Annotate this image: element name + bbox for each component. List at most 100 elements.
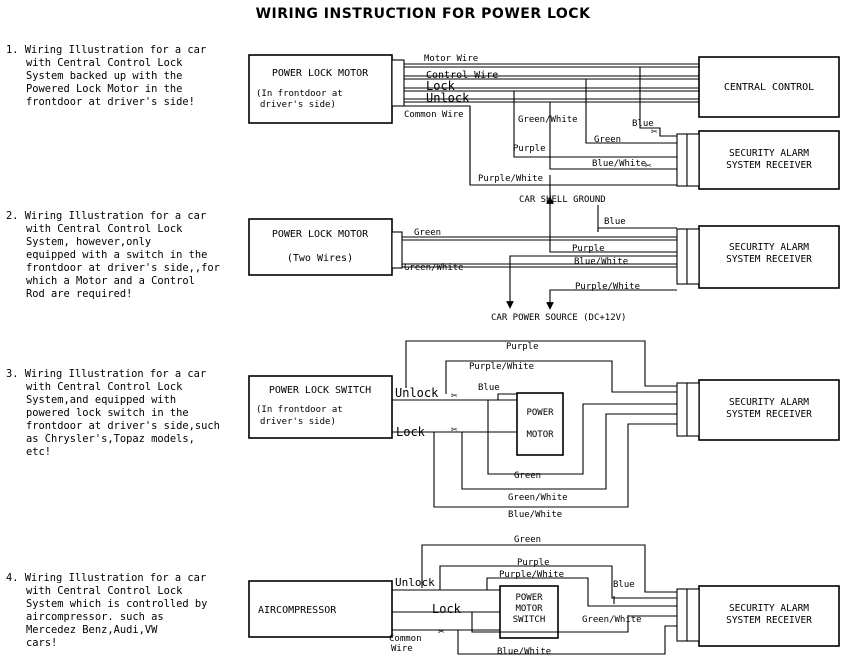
- power-label: CAR POWER SOURCE (DC+12V): [491, 313, 626, 323]
- scissors-icon: ✂: [438, 625, 445, 638]
- box-note: driver's side): [260, 417, 336, 427]
- wire-label: Unlock: [426, 91, 470, 105]
- description-line: Wiring Illustration for a car: [24, 44, 207, 56]
- blue-wire: [497, 393, 517, 400]
- wire-label: Green: [594, 135, 621, 145]
- connector: [676, 588, 688, 642]
- power-lock-motor-box: [248, 218, 393, 276]
- security-alarm-receiver-box: [698, 379, 840, 441]
- box-title: POWER LOCK MOTOR: [272, 229, 369, 240]
- blue-white-wire: [549, 102, 677, 170]
- wire-label: Common Wire: [404, 110, 464, 120]
- wire-label: Blue: [613, 580, 635, 590]
- unlock-wire: [404, 98, 699, 103]
- wire-label: Green: [514, 471, 541, 481]
- wire-label: Control Wire: [426, 70, 498, 81]
- power-motor-box: [516, 392, 564, 456]
- description-line: with Central Control Lock: [26, 585, 183, 597]
- purple-wire: [513, 91, 677, 158]
- control-wire: [404, 75, 699, 80]
- scissors-icon: ✂: [645, 159, 652, 172]
- green-white-wire: [471, 612, 677, 633]
- description-line: which a Motor and a Control: [26, 275, 195, 287]
- description-line: Wiring Illustration for a car: [24, 572, 207, 584]
- purple-wire: [439, 565, 677, 599]
- description-line: cars!: [26, 637, 58, 649]
- wire-label: Blue/White: [574, 257, 628, 267]
- wire-label: Lock: [396, 425, 426, 439]
- description-line: etc!: [26, 446, 52, 458]
- page-title: WIRING INSTRUCTION FOR POWER LOCK: [255, 6, 591, 22]
- wire-label: Purple/White: [575, 282, 640, 292]
- blue-wire: [639, 67, 677, 137]
- connector: [686, 228, 700, 285]
- description-line: with Central Control Lock: [26, 381, 183, 393]
- wire-label: Blue/White: [508, 510, 562, 520]
- power-lock-motor-box: [248, 54, 393, 124]
- ground-label: CAR SHELL GROUND: [519, 195, 606, 205]
- description-line: aircompressor. such as: [26, 611, 164, 623]
- power-motor-switch-box: [499, 585, 559, 639]
- box-title: MOTOR: [515, 604, 543, 614]
- wire-label: Motor Wire: [424, 54, 478, 64]
- green-wire: [402, 236, 677, 241]
- description-line: Mercedez Benz,Audi,VW: [26, 624, 158, 636]
- wire-label: Green: [414, 228, 441, 238]
- scissors-icon: ✂: [651, 125, 658, 138]
- connector: [676, 228, 688, 285]
- description-line: Wiring Illustration for a car: [24, 368, 207, 380]
- central-control-box: [698, 56, 840, 118]
- description-line: System which is controlled by: [26, 598, 208, 610]
- section-number: 3.: [6, 368, 19, 380]
- wire-label: Purple: [513, 144, 546, 154]
- description-line: System backed up with the: [26, 70, 183, 82]
- power-lock-switch-box: [248, 375, 393, 439]
- connector: [391, 231, 403, 269]
- wire-label: Blue: [632, 119, 654, 129]
- connector: [676, 382, 688, 437]
- description-line: with Central Control Lock: [26, 223, 183, 235]
- wire-label: Purple/White: [499, 570, 564, 580]
- section-number: 2.: [6, 210, 19, 222]
- blue-white-wire: [433, 423, 677, 508]
- box-title: SECURITY ALARM: [729, 242, 809, 253]
- green-white-wire: [402, 263, 677, 268]
- box-title: MOTOR: [526, 430, 554, 440]
- connector: [391, 59, 405, 107]
- connector: [686, 588, 700, 642]
- section-2-description: 2. Wiring Illustration for a car with Ce…: [6, 210, 246, 301]
- blue-white-wire: [457, 625, 677, 655]
- box-title: SECURITY ALARM: [729, 603, 809, 614]
- description-line: Rod are required!: [26, 288, 133, 300]
- box-title: SWITCH: [513, 615, 546, 625]
- blue-wire: [597, 227, 677, 232]
- description-line: Powered Lock Motor in the: [26, 83, 183, 95]
- wire-label: Unlock: [395, 386, 439, 400]
- motor-wire: [404, 63, 699, 68]
- wire-label: Purple: [517, 558, 550, 568]
- security-alarm-receiver-box: [698, 225, 840, 289]
- purple-wire: [405, 340, 677, 388]
- description-line: frontdoor at driver's side!: [26, 96, 195, 108]
- security-alarm-receiver-box: [698, 130, 840, 190]
- wire-label: Purple: [572, 244, 605, 254]
- purple-white-wire: [546, 289, 677, 310]
- wire-label: Purple/White: [478, 174, 543, 184]
- wire-label: Blue/White: [592, 159, 646, 169]
- wire-label: Wire: [391, 644, 413, 654]
- section-3-description: 3. Wiring Illustration for a car with Ce…: [6, 368, 246, 459]
- diagram-1: POWER LOCK MOTOR (In frontdoor at driver…: [248, 54, 840, 205]
- wire-label: Green/White: [508, 493, 568, 503]
- box-title: AIRCOMPRESSOR: [258, 605, 337, 616]
- aircompressor-box: [248, 580, 393, 638]
- wire-label: Green/White: [582, 615, 642, 625]
- box-note: (In frontdoor at: [256, 405, 343, 415]
- connector: [686, 133, 700, 187]
- box-title: CENTRAL CONTROL: [724, 82, 814, 93]
- description-line: with Central Control Lock: [26, 57, 183, 69]
- description-line: System,and equipped with: [26, 394, 177, 406]
- box-title: SYSTEM RECEIVER: [726, 409, 812, 420]
- purple-white-wire: [486, 577, 677, 607]
- purple-wire: [546, 196, 677, 253]
